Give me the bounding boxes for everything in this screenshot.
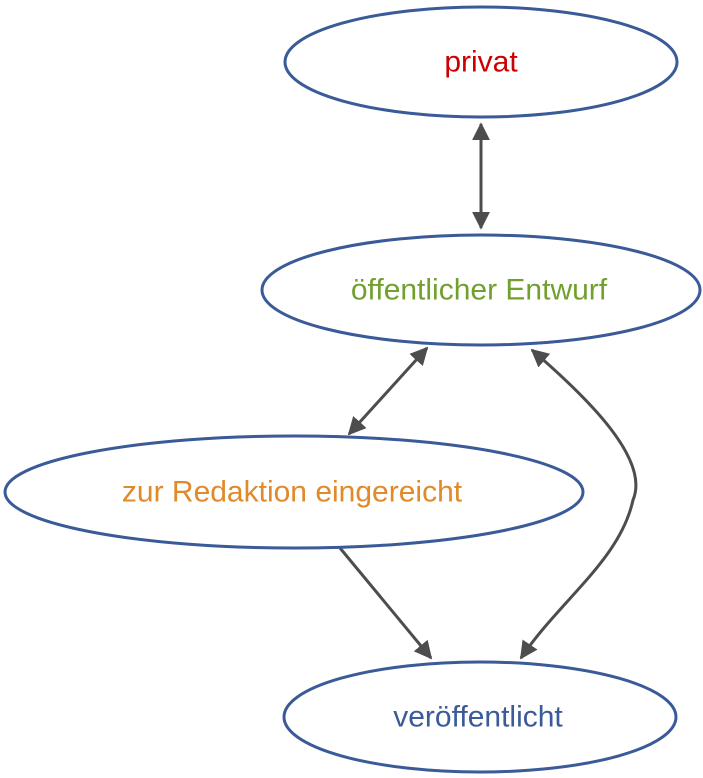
node-published: veröffentlicht bbox=[282, 660, 678, 774]
node-public-draft: öffentlicher Entwurf bbox=[260, 233, 702, 347]
node-privat: privat bbox=[283, 5, 679, 119]
node-submitted: zur Redaktion eingereicht bbox=[3, 434, 585, 550]
node-published-shape bbox=[282, 660, 678, 774]
node-public-draft-shape bbox=[260, 233, 702, 347]
node-public-draft-label: öffentlicher Entwurf bbox=[351, 274, 608, 307]
node-submitted-shape bbox=[3, 434, 585, 550]
node-submitted-label: zur Redaktion eingereicht bbox=[122, 476, 463, 509]
edge-public-draft-published bbox=[519, 348, 638, 660]
edge-submitted-published bbox=[338, 547, 433, 660]
node-privat-shape bbox=[283, 5, 679, 119]
edge-public-draft-submitted bbox=[347, 346, 429, 436]
node-published-label: veröffentlicht bbox=[393, 701, 563, 734]
node-privat-label: privat bbox=[444, 46, 518, 79]
